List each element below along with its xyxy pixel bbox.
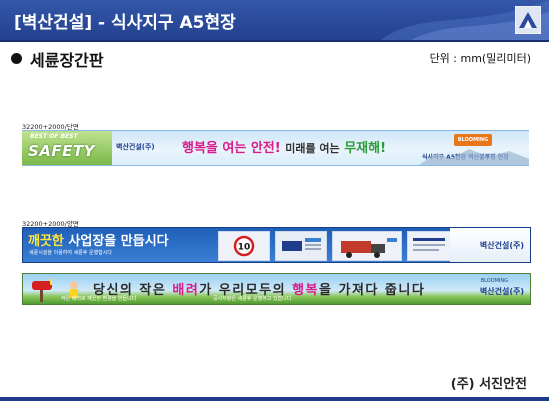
unit-label: 단위 : mm(밀리미터) <box>429 52 531 65</box>
clean-title-rest: 사업장을 만듭시다 <box>63 234 169 249</box>
notice-panel <box>407 231 451 261</box>
speed-limit-value: 10 <box>238 243 251 253</box>
clean-title-highlight: 깨끗한 <box>28 234 64 249</box>
slogan-part-c: 가 우리모두의 <box>199 283 293 298</box>
banner1-spec: 32200+2000/단면 <box>22 123 79 131</box>
page-header: [벽산건설] - 식사지구 A5현장 <box>0 0 549 42</box>
slogan-highlight-2: 행복 <box>292 283 320 298</box>
brand-badge: BLOOMING <box>454 134 492 146</box>
slogan-part-e: 을 가져다 줍니다 <box>319 283 426 298</box>
slogan-highlight-1: 배려 <box>172 283 200 298</box>
consideration-subtitle: 공사차량은 세륜후 운행하고 있습니다 <box>213 296 292 302</box>
notice-lines-icon <box>408 232 450 260</box>
consideration-slogan: 당신의 작은 배려가 우리모두의 행복을 가져다 줍니다 <box>93 279 425 298</box>
slogan-part-b: 미래를 여는 <box>285 142 340 155</box>
banner2-spec: 32200+2000/양면 <box>22 220 79 228</box>
best-label: BEST OF BEST <box>30 133 78 140</box>
child-figure-icon <box>70 281 78 298</box>
brand-logo-icon <box>515 6 541 34</box>
wash-facility-panel <box>275 231 327 261</box>
footer-logo: (주) 서진안전 <box>450 377 527 392</box>
banner-clean-worksite: 깨끗한 사업장을 만듭시다 세륜시설을 이용하여 세륜후 운행합시다 10 <box>22 227 531 263</box>
clean-subtitle: 세륜시설을 이용하여 세륜후 운행합시다 <box>29 250 112 256</box>
section-bullet-icon <box>11 53 22 64</box>
mailbox-icon <box>32 279 52 302</box>
slogan-part-a: 당신의 작은 <box>93 283 173 298</box>
brand-small-label: BLOOMING <box>480 278 508 284</box>
banner-consideration: 당신의 작은 배려가 우리모두의 행복을 가져다 줍니다 작은 배려로 깨끗한 … <box>22 273 531 305</box>
clean-title: 깨끗한 사업장을 만듭시다 <box>28 230 169 249</box>
safety-slogan: 행복을 여는 안전! 미래를 여는 무재해! <box>182 137 386 156</box>
safety-panel: BEST OF BEST SAFETY <box>22 131 112 165</box>
truck-panel <box>332 231 402 261</box>
speed-limit-panel: 10 <box>218 231 270 261</box>
consideration-subtitle-left: 작은 배려로 깨끗한 환경을 만듭니다 <box>61 296 137 302</box>
truck-icon <box>333 232 401 260</box>
company-panel <box>450 228 530 262</box>
banner-safety: BEST OF BEST SAFETY 벽산건설(주) 행복을 여는 안전! 미… <box>22 130 529 166</box>
brand-badge-label: BLOOMING <box>457 137 489 143</box>
speed-limit-sign-icon: 10 <box>219 232 269 260</box>
section-title: 세륜장간판 <box>30 51 104 70</box>
page-title: [벽산건설] - 식사지구 A5현장 <box>14 13 236 33</box>
slogan-part-c: 무재해! <box>344 141 387 156</box>
company-label: 벽산건설(주) <box>479 287 524 296</box>
car-wash-icon <box>276 232 326 260</box>
company-label: 벽산건설(주) <box>479 241 524 250</box>
mountain-illustration-icon <box>419 149 529 165</box>
footer-divider <box>0 397 549 401</box>
slogan-part-a: 행복을 여는 안전! <box>182 141 281 156</box>
company-label: 벽산건설(주) <box>116 143 155 151</box>
safety-label: SAFETY <box>28 142 95 160</box>
